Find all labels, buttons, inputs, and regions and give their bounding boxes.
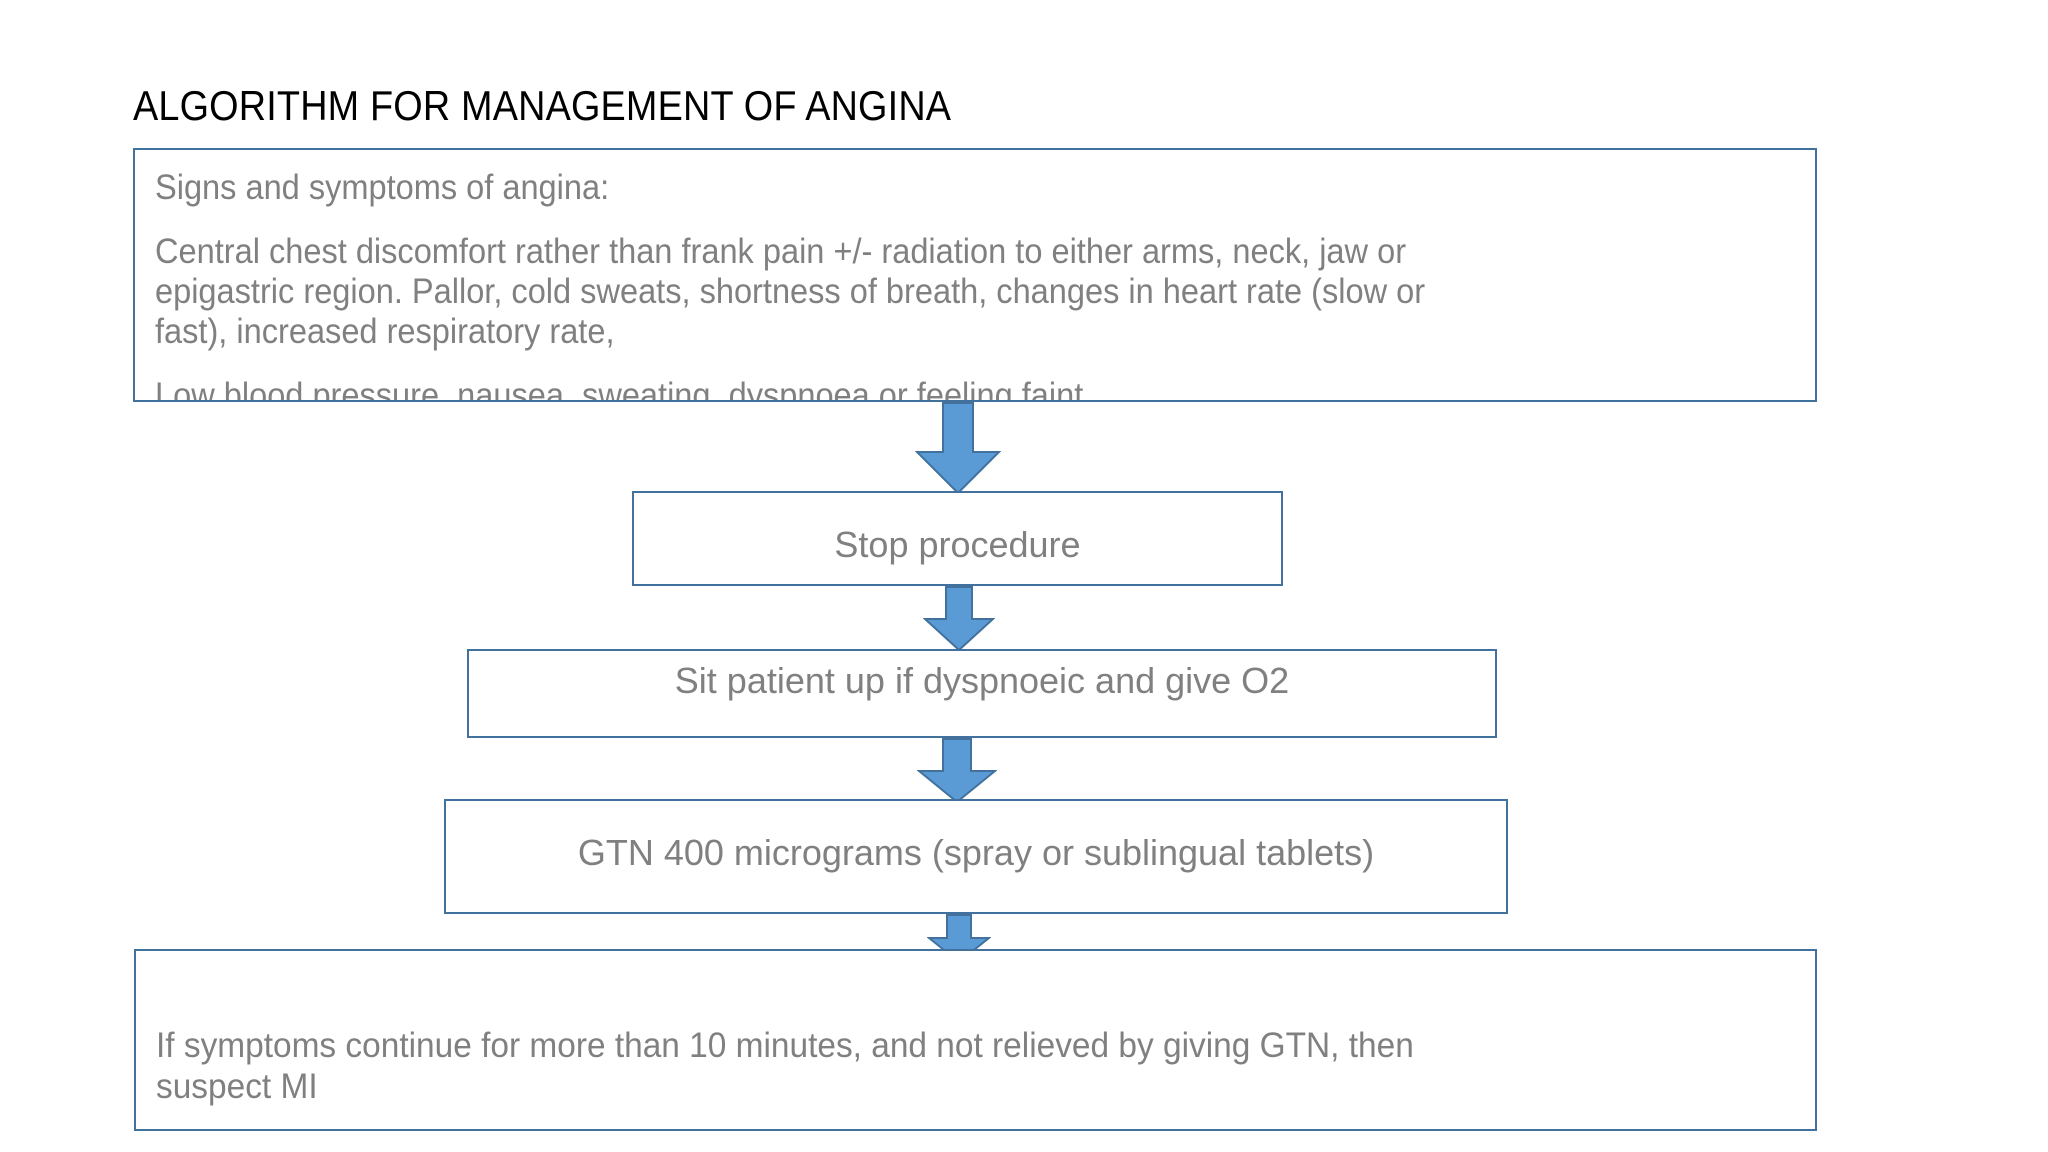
signs-and-symptoms-paragraph: Central chest discomfort rather than fra… xyxy=(155,232,1815,352)
suspect-mi-line: If symptoms continue for more than 10 mi… xyxy=(156,1026,1414,1065)
down-arrow-icon xyxy=(915,402,1001,495)
down-arrow-icon xyxy=(923,586,995,652)
flow-box-signs-and-symptoms[interactable]: Signs and symptoms of angina: Central ch… xyxy=(133,148,1817,402)
suspect-mi-content: If symptoms continue for more than 10 mi… xyxy=(156,1025,1780,1107)
signs-and-symptoms-paragraph-line: Central chest discomfort rather than fra… xyxy=(155,232,1407,271)
flow-box-sit-patient-up[interactable]: Sit patient up if dyspnoeic and give O2 xyxy=(467,649,1497,738)
page-title: ALGORITHM FOR MANAGEMENT OF ANGINA xyxy=(133,82,952,129)
flow-box-stop-procedure[interactable]: Stop procedure xyxy=(632,491,1283,586)
down-arrow-icon xyxy=(917,738,997,804)
flow-box-suspect-mi[interactable]: If symptoms continue for more than 10 mi… xyxy=(134,949,1817,1131)
suspect-mi-line: suspect MI xyxy=(156,1067,318,1106)
signs-and-symptoms-content: Signs and symptoms of angina: Central ch… xyxy=(155,156,1815,402)
signs-and-symptoms-heading: Signs and symptoms of angina: xyxy=(155,168,610,207)
sit-patient-up-label: Sit patient up if dyspnoeic and give O2 xyxy=(674,660,1290,701)
signs-and-symptoms-paragraph-line: epigastric region. Pallor, cold sweats, … xyxy=(155,272,1426,311)
gtn-label: GTN 400 micrograms (spray or sublingual … xyxy=(577,832,1375,873)
signs-and-symptoms-paragraph-line: fast), increased respiratory rate, xyxy=(155,312,615,351)
flow-box-gtn[interactable]: GTN 400 micrograms (spray or sublingual … xyxy=(444,799,1508,914)
stop-procedure-label: Stop procedure xyxy=(834,524,1081,565)
signs-and-symptoms-closing: Low blood pressure, nausea, sweating, dy… xyxy=(155,376,1084,402)
